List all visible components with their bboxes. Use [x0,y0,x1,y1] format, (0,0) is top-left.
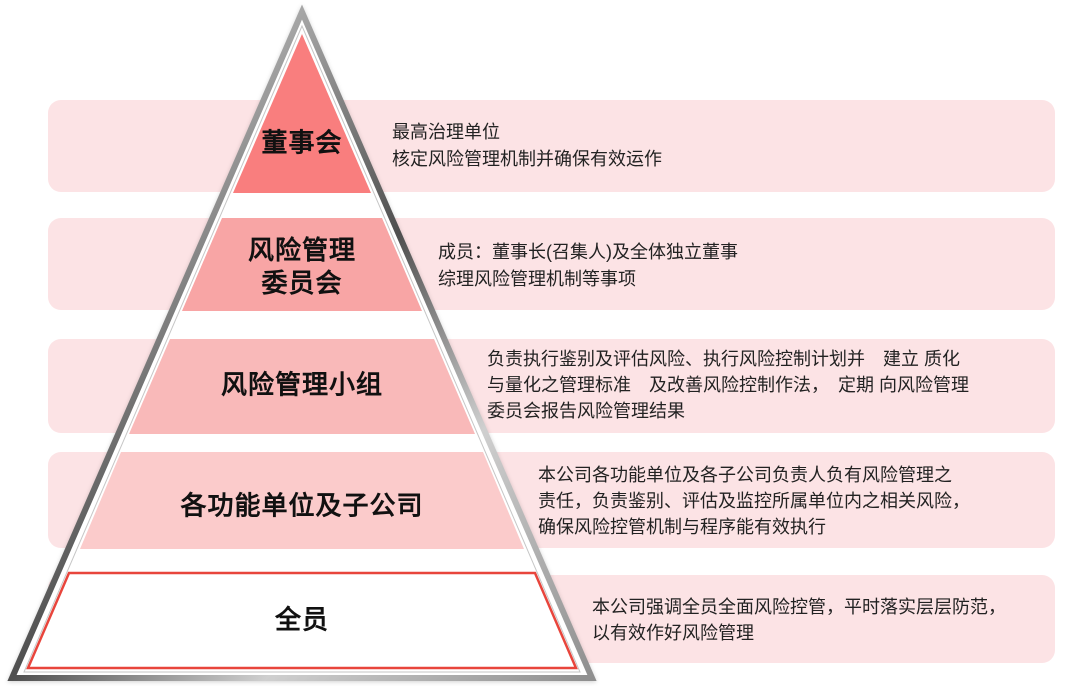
pyramid-level-4-shape [80,452,524,549]
pyramid-level-1-shape [233,34,371,193]
level-1-band [48,100,1055,192]
pyramid-level-3-shape [129,339,475,434]
pyramid-level-2-shape [182,218,422,311]
pyramid-inner-bevel-line [23,24,581,673]
pyramid-graphic [7,4,597,681]
pyramid-level-5-shape [26,571,578,670]
